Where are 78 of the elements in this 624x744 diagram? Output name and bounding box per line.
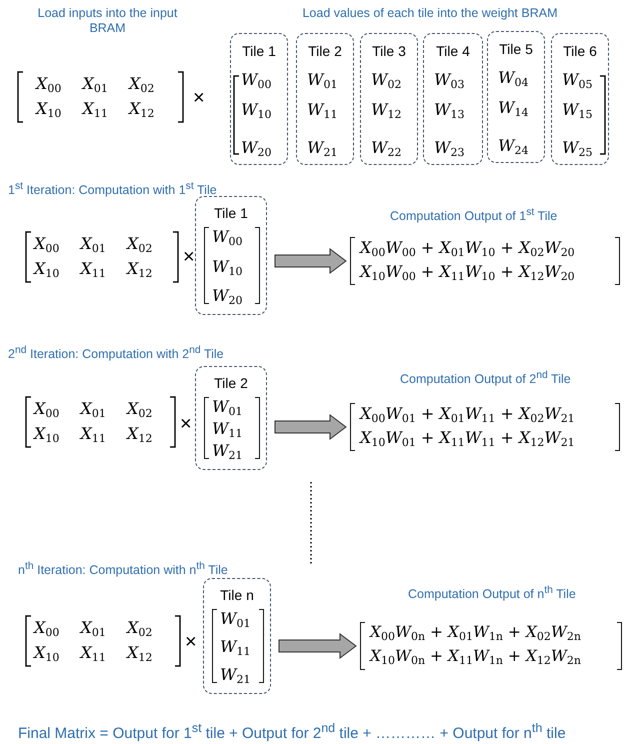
matrix-entry: W$_{25}$ [562,140,592,156]
output-caption: Computation Output of n$^{th}$ Tile [408,585,576,602]
matrix-entry: W$_{21}$ [220,667,250,683]
matrix-entry: W$_{02}$ [371,72,402,88]
tile-heading: Tile 2 [308,43,342,59]
section-heading: 1$^{st}$ Iteration: Computation with 1$^{st}$ Tile [8,181,217,198]
matrix-entry: W$_{12}$ [371,102,402,118]
tile-heading: Tile 5 [499,41,533,57]
tile-box [195,196,267,315]
matrix-row: X$_{00}$ X$_{01}$ X$_{02}$ [36,76,154,92]
matrix-entry: W$_{11}$ [307,102,338,118]
matrix-entry: W$_{21}$ [212,443,242,459]
matrix-entry: W$_{15}$ [562,102,592,118]
matrix-row: X$_{10}$ X$_{11}$ X$_{12}$ [36,101,154,117]
block-arrow [278,633,357,659]
multiply-sign: × [180,414,192,434]
matrix-entry: W$_{10}$ [212,258,242,274]
block-arrow [274,248,347,274]
tile-box [230,33,288,165]
matrix-row: X$_{00}$W$_{00}$ + X$_{01}$W$_{10}$ + X$_{02}$W$_{20}$ [360,240,575,256]
matrix-row: X$_{10}$ X$_{11}$ X$_{12}$ [34,645,152,661]
matrix-entry: W$_{11}$ [212,421,242,437]
matrix-entry: W$_{21}$ [307,140,338,156]
tile-box [423,33,483,165]
matrix-row: X$_{10}$ X$_{11}$ X$_{12}$ [34,261,152,277]
matrix-row: X$_{10}$W$_{01}$ + X$_{11}$W$_{11}$ + X$_{12}$W$_{21}$ [360,430,575,446]
output-caption: Computation Output of 1$^{st}$ Tile [390,207,558,224]
tile-heading: Tile 1 [242,43,276,59]
section-heading: Load inputs into the input BRAM [36,6,178,36]
matrix-entry: W$_{01}$ [307,72,338,88]
matrix-row: X$_{10}$W$_{0n}$ + X$_{11}$W$_{1n}$ + X$_{12}$W$_{2n}$ [370,649,581,664]
output-caption: Computation Output of 2$^{nd}$ Tile [400,370,571,388]
output-matrix [350,400,620,454]
output-matrix [350,234,620,288]
matrix-entry: W$_{11}$ [220,639,250,655]
tile-box [551,33,609,165]
tile-heading: Tile 3 [372,43,406,59]
matrix-row: X$_{10}$W$_{00}$ + X$_{11}$W$_{10}$ + X$_{12}$W$_{20}$ [360,264,575,280]
matrix-entry: W$_{03}$ [434,72,464,88]
multiply-sign: × [185,632,197,652]
matrix-row: X$_{00}$ X$_{01}$ X$_{02}$ [34,236,152,252]
tile-heading: Tile 2 [214,375,248,391]
matrix-entry: W$_{00}$ [212,229,242,245]
matrix-entry: W$_{00}$ [241,72,272,88]
matrix-entry: W$_{05}$ [562,72,592,88]
matrix-entry: W$_{01}$ [212,399,242,415]
matrix-row: X$_{00}$ X$_{01}$ X$_{02}$ [34,401,152,417]
tile-box [360,33,418,165]
tile-heading: Tile 4 [436,43,470,59]
tile-box [487,31,545,163]
matrix-entry: W$_{13}$ [434,102,464,118]
tile-box [296,33,354,165]
multiply-sign: × [193,88,205,108]
matrix-entry: W$_{20}$ [212,288,242,304]
tile-heading: Tile n [220,587,254,603]
section-heading: Load values of each tile into the weight BRAM [301,6,558,21]
tile-heading: Tile 1 [214,205,248,221]
matrix-entry: W$_{10}$ [241,102,272,118]
section-heading: n$^{th}$ Iteration: Computation with n$^{th}$ Tile [18,561,228,578]
summary-text: Final Matrix = Output for 1$^{st}$ tile + Output for 2$^{nd}$ tile + ………… + Output for n$^{th}$ tile [18,721,566,743]
output-matrix [360,619,622,673]
tile-box [203,578,271,694]
matrix-row: X$_{10}$ X$_{11}$ X$_{12}$ [34,426,152,442]
matrix-entry: W$_{20}$ [241,140,272,156]
matrix-row: X$_{00}$W$_{0n}$ + X$_{01}$W$_{1n}$ + X$_{02}$W$_{2n}$ [370,625,581,640]
multiply-sign: × [183,247,195,267]
tile-heading: Tile 6 [563,43,597,59]
matrix-entry: W$_{14}$ [498,100,528,116]
matrix-row: X$_{00}$W$_{01}$ + X$_{01}$W$_{11}$ + X$_{02}$W$_{21}$ [360,406,575,422]
matrix-entry: W$_{22}$ [371,140,402,156]
matrix-entry: W$_{04}$ [498,70,528,86]
matrix-entry: W$_{01}$ [220,611,250,627]
block-arrow [274,414,347,440]
matrix-entry: W$_{24}$ [498,138,528,154]
section-heading: 2$^{nd}$ Iteration: Computation with 2$^{nd}$ Tile [8,345,224,362]
matrix-entry: W$_{23}$ [434,140,464,156]
matrix-row: X$_{00}$ X$_{01}$ X$_{02}$ [34,620,152,636]
tile-box [195,366,267,470]
